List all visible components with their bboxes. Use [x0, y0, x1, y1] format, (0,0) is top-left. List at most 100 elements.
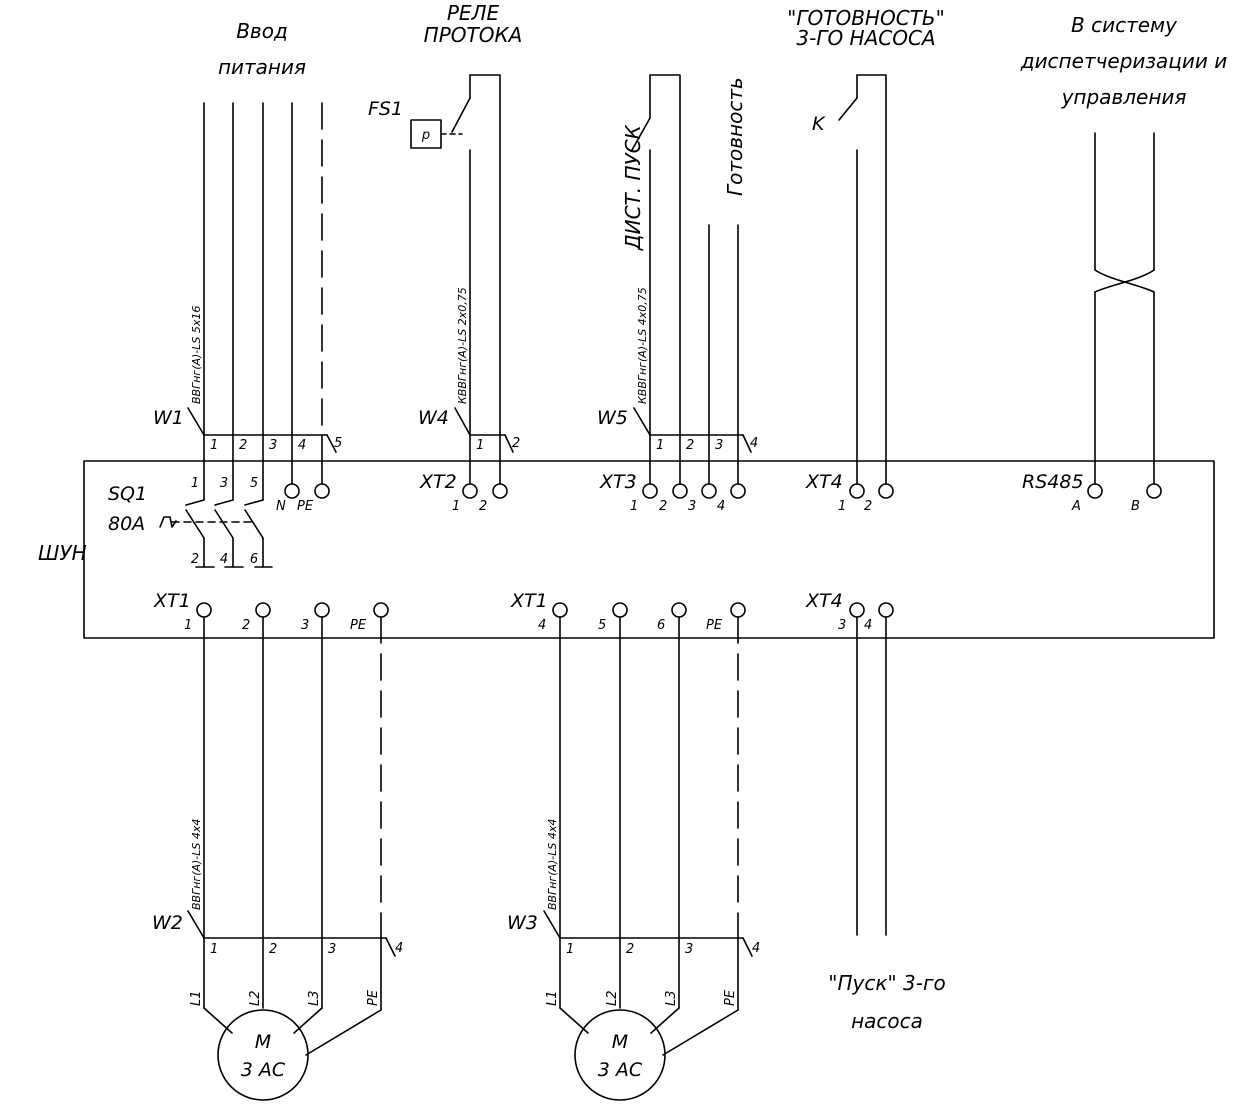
- cable-type-w4: КВВГнг(A)-LS 2x0,75: [456, 287, 469, 404]
- xt1-left-pin-1: 1: [184, 618, 192, 633]
- terminal-xt3-4: [730, 483, 746, 499]
- terminal-xt4-2: [878, 483, 894, 499]
- w3-core-1: 1: [566, 942, 574, 957]
- terminal-block-xt4-bottom: XT4: [805, 590, 843, 612]
- xt2-pin-1: 1: [452, 499, 460, 514]
- flow-relay-lines: [451, 74, 514, 485]
- w5-core-4: 4: [750, 436, 758, 451]
- w5-core-3: 3: [715, 438, 723, 453]
- w1-core-5: 5: [334, 436, 342, 451]
- m2-phase-pe: PE: [723, 989, 738, 1006]
- xt4-pin-4: 4: [864, 618, 872, 633]
- rs485-pin-a: A: [1071, 499, 1081, 514]
- terminal-xt4-1: [849, 483, 865, 499]
- pressure-sensor: p: [410, 119, 463, 149]
- terminal-pe-label: PE: [297, 499, 314, 514]
- terminal-rs485-b: [1146, 483, 1162, 499]
- rs485-pin-b: B: [1131, 499, 1140, 514]
- terminal-xt1-2: [255, 602, 271, 618]
- xt1-left-pin-2: 2: [242, 618, 250, 633]
- terminal-n-label: N: [276, 499, 286, 514]
- sq1-bottom-4: 4: [220, 552, 228, 567]
- cable-ref-w5: W5: [597, 407, 628, 429]
- terminal-block-xt1-right: XT1: [510, 590, 548, 612]
- xt1-right-pin-pe: PE: [706, 618, 723, 633]
- xt3-pin-3: 3: [688, 499, 696, 514]
- w5-core-1: 1: [656, 438, 664, 453]
- title-dispatch-line3: управления: [1061, 85, 1187, 109]
- w2-core-4: 4: [395, 941, 403, 956]
- xt4-pin-2: 2: [864, 499, 872, 514]
- terminal-xt1-3: [314, 602, 330, 618]
- title-start3-line1: "Пуск" 3-го: [828, 971, 945, 995]
- w4-core-2: 2: [512, 436, 520, 451]
- sq1-top-5: 5: [250, 476, 258, 491]
- w1-core-1: 1: [210, 438, 218, 453]
- device-sq1: SQ1: [108, 483, 147, 505]
- w2-core-1: 1: [210, 942, 218, 957]
- terminal-xt3-2: [672, 483, 688, 499]
- cable-type-w3: ВВГнг(A)-LS 4x4: [546, 819, 559, 910]
- m2-phase-l3: L3: [664, 990, 679, 1006]
- xt1-right-pin-5: 5: [598, 618, 606, 633]
- terminal-rs485-a: [1087, 483, 1103, 499]
- label-remote-start: ДИСТ. ПУСК: [621, 124, 645, 251]
- breaker-sq1: [159, 459, 273, 568]
- sq1-top-3: 3: [220, 476, 228, 491]
- m1-phase-pe: PE: [366, 989, 381, 1006]
- terminal-block-rs485: RS485: [1022, 471, 1084, 493]
- terminal-xt4-3: [849, 602, 865, 618]
- w3-core-4: 4: [752, 941, 760, 956]
- title-dispatch-system: В систему диспетчеризации и управления: [1020, 13, 1228, 109]
- cable-ref-w4: W4: [418, 407, 449, 429]
- terminal-xt1-5: [612, 602, 628, 618]
- title-ready3-line1: "ГОТОВНОСТЬ": [787, 6, 945, 30]
- m2-phase-l2: L2: [605, 990, 620, 1006]
- terminal-xt1-pe-right: [730, 602, 746, 618]
- power-input-lines: [187, 102, 337, 485]
- title-flow-relay-line2: ПРОТОКА: [424, 23, 523, 47]
- control-lines-w5: [631, 74, 752, 485]
- cable-ref-w2: W2: [152, 912, 183, 934]
- xt4-pin-3: 3: [838, 618, 846, 633]
- title-ready3-line2: 3-ГО НАСОСА: [796, 26, 935, 50]
- pressure-symbol: p: [421, 128, 430, 143]
- title-power-input: Ввод питания: [218, 19, 306, 79]
- m2-phase-l1: L1: [545, 990, 560, 1006]
- panel-name: ШУН: [38, 541, 87, 565]
- xt3-pin-2: 2: [659, 499, 667, 514]
- cable-type-w2: ВВГнг(A)-LS 4x4: [190, 819, 203, 910]
- motor-1: M 3 AC: [217, 1009, 309, 1101]
- w3-core-3: 3: [685, 942, 693, 957]
- w4-core-1: 1: [476, 438, 484, 453]
- xt2-pin-2: 2: [479, 499, 487, 514]
- terminal-block-xt3: XT3: [599, 471, 637, 493]
- device-k: K: [812, 113, 826, 135]
- terminal-xt4-4: [878, 602, 894, 618]
- motor-1-type: 3 AC: [241, 1059, 286, 1081]
- cable-ref-w3: W3: [507, 912, 538, 934]
- terminal-xt1-pe-left: [373, 602, 389, 618]
- title-dispatch-line2: диспетчеризации и: [1020, 49, 1228, 73]
- label-readiness: Готовность: [723, 77, 747, 196]
- motor-cable-w3-lines: [543, 616, 753, 1056]
- title-dispatch-line1: В систему: [1071, 13, 1178, 37]
- xt4-pin-1: 1: [838, 499, 846, 514]
- terminal-n: [284, 483, 300, 499]
- rs485-lines: [1094, 132, 1155, 485]
- sq1-bottom-6: 6: [250, 552, 258, 567]
- panel-box: [83, 460, 1215, 639]
- xt1-right-pin-4: 4: [538, 618, 546, 633]
- xt1-right-pin-6: 6: [657, 618, 665, 633]
- m1-phase-l1: L1: [189, 990, 204, 1006]
- m1-phase-l3: L3: [307, 990, 322, 1006]
- motor-2-type: 3 AC: [598, 1059, 643, 1081]
- ready3-lines: [838, 74, 887, 485]
- w1-core-4: 4: [298, 438, 306, 453]
- device-fs1: FS1: [368, 98, 403, 120]
- terminal-block-xt2: XT2: [419, 471, 457, 493]
- xt1-left-pin-3: 3: [301, 618, 309, 633]
- xt3-pin-4: 4: [717, 499, 725, 514]
- cable-type-w1: ВВГнг(A)-LS 5x16: [190, 306, 203, 404]
